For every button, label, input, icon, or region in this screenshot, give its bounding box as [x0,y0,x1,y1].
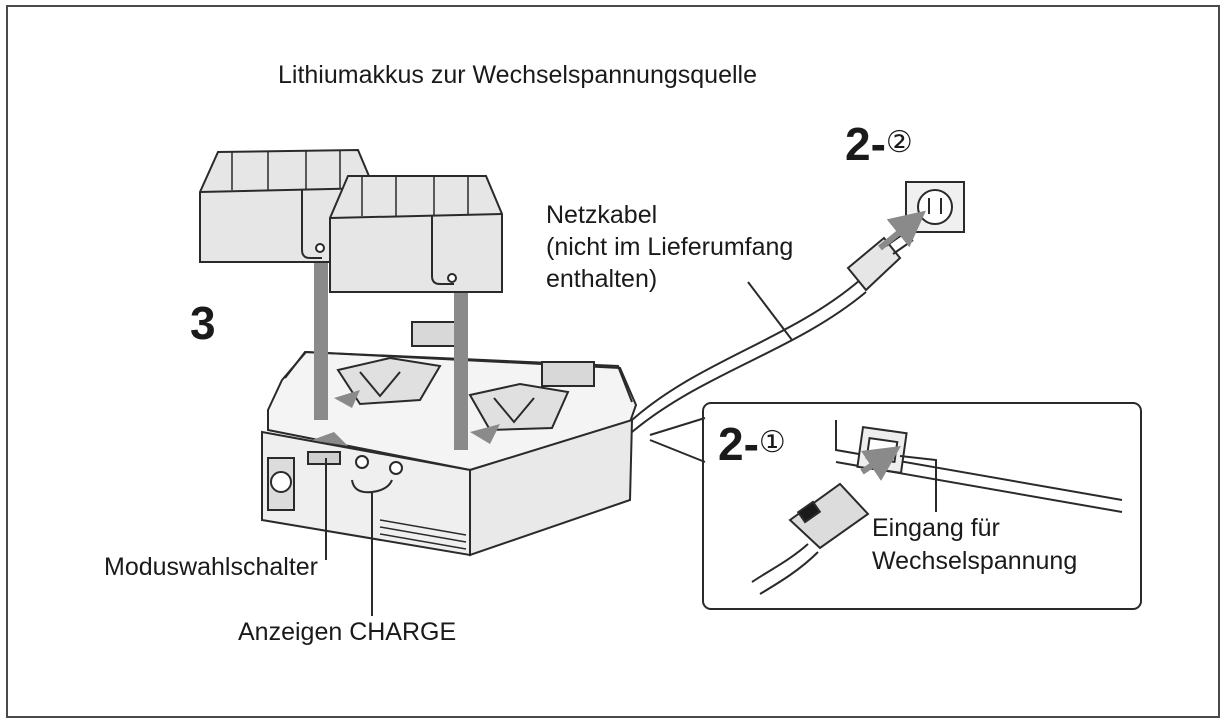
mode-switch-label: Moduswahlschalter [104,553,318,581]
step-2-2-circle: ② [885,126,913,159]
step-2-1-marker: 2-① [718,420,786,467]
step-3-marker: 3 [190,297,216,349]
connect-arrow [860,446,901,481]
diagram-title: Lithiumakkus zur Wechselspannungsquelle [278,61,757,89]
battery-right [329,175,503,293]
cable-label-line3: enthalten) [546,265,658,293]
step-2-1-circle: ① [758,426,786,459]
ac-input-leader [899,455,937,512]
wall-outlet [905,181,965,233]
ac-input-label-line1: Eingang für [872,514,1000,542]
step-2-2-number: 2- [845,118,886,170]
cable-label-line2: (nicht im Lieferumfang [546,233,794,261]
step-2-1-number: 2- [718,418,759,470]
cable-leader [747,281,793,341]
iec-connector [751,482,870,595]
step-2-2-marker: 2-② [845,120,913,167]
charge-lamps-leader [351,479,393,616]
insert-arrows [312,262,500,450]
ac-input-label-line2: Wechselspannung [872,547,1078,575]
plug-in-arrow [878,210,926,251]
power-cable [631,231,914,433]
charge-lamps-label: Anzeigen CHARGE [238,618,457,646]
cable-label-line1: Netzkabel [546,201,658,229]
